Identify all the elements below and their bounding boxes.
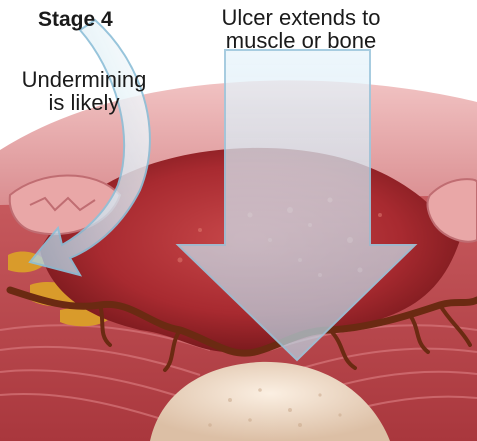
ulcer-depth-caption: Ulcer extends to muscle or bone xyxy=(186,6,416,52)
undermining-caption: Undermining is likely xyxy=(4,68,164,114)
ulcer-caption-line-2: muscle or bone xyxy=(186,29,416,52)
stage-label: Stage 4 xyxy=(38,9,113,31)
undermining-caption-line-1: Undermining xyxy=(4,68,164,91)
undermining-caption-line-2: is likely xyxy=(4,91,164,114)
ulcer-caption-line-1: Ulcer extends to xyxy=(186,6,416,29)
